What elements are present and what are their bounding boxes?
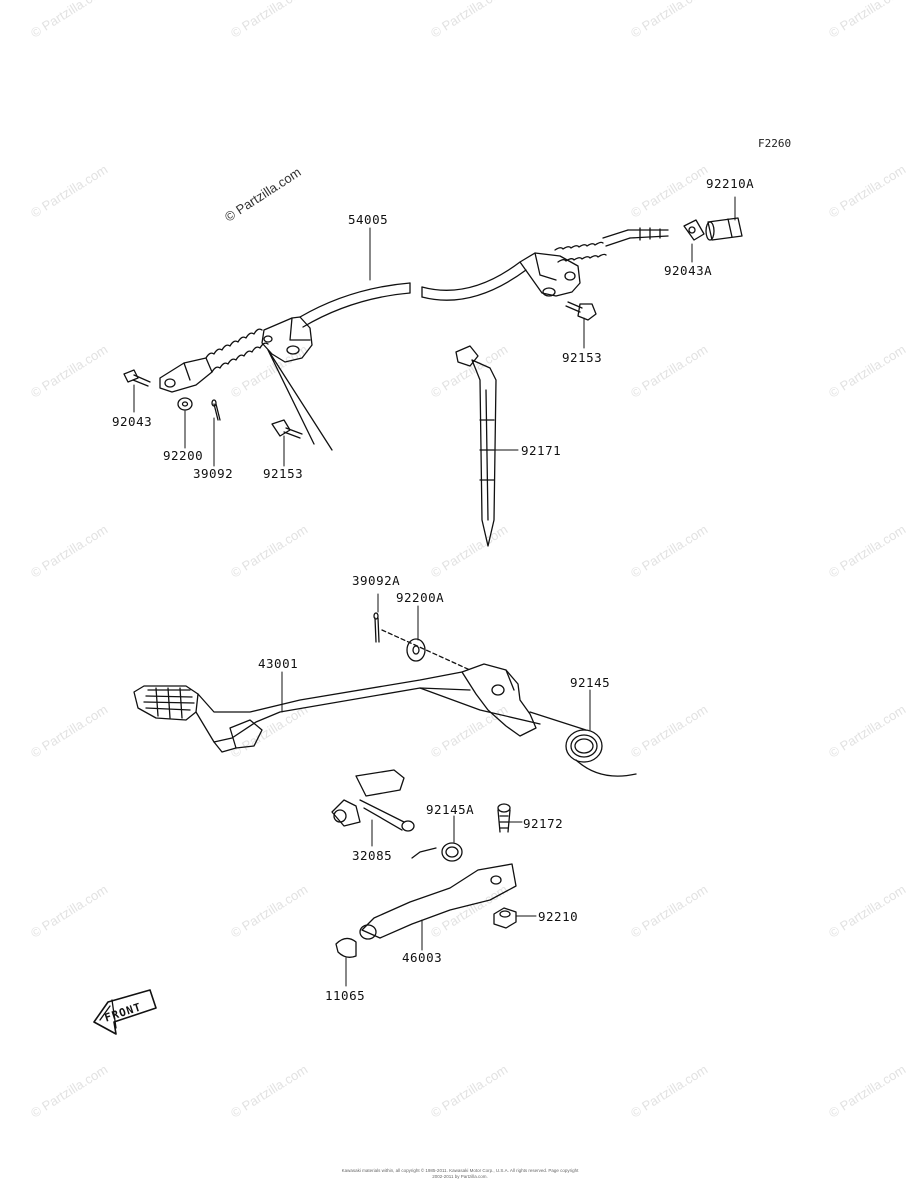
part-label[interactable]: 92153 bbox=[562, 350, 603, 365]
part-label[interactable]: 92043A bbox=[664, 263, 713, 278]
pin-92043 bbox=[123, 369, 151, 387]
spring-92145A bbox=[411, 842, 463, 862]
part-label[interactable]: 92210 bbox=[538, 909, 579, 924]
part-label[interactable]: 92043 bbox=[112, 414, 153, 429]
part-label[interactable]: 43001 bbox=[258, 656, 299, 671]
cable-tie-92171 bbox=[455, 345, 497, 547]
part-label[interactable]: 39092 bbox=[193, 466, 234, 481]
bolt-92153-left bbox=[271, 419, 303, 439]
part-label[interactable]: 46003 bbox=[402, 950, 443, 965]
cotter-pin-39092A bbox=[373, 612, 380, 643]
part-label[interactable]: 92171 bbox=[521, 443, 562, 458]
part-label[interactable]: 92153 bbox=[263, 466, 304, 481]
nut-92210A bbox=[705, 217, 743, 241]
leader-lines bbox=[133, 196, 736, 987]
part-label[interactable]: 92172 bbox=[523, 816, 564, 831]
pin-92043A bbox=[683, 219, 705, 241]
assembly-axis bbox=[381, 629, 471, 671]
cotter-pin-39092 bbox=[211, 399, 221, 421]
part-label[interactable]: 54005 bbox=[348, 212, 389, 227]
figure-code: F2260 bbox=[758, 137, 792, 150]
spring-92145 bbox=[529, 711, 637, 777]
part-label[interactable]: 11065 bbox=[325, 988, 366, 1003]
lever-46003 bbox=[359, 863, 517, 940]
front-arrow-icon bbox=[93, 989, 157, 1035]
brake-pedal-43001 bbox=[133, 663, 541, 753]
part-label[interactable]: 39092A bbox=[352, 573, 401, 588]
part-label[interactable]: 92210A bbox=[706, 176, 755, 191]
callout-lines bbox=[267, 349, 333, 451]
part-label[interactable]: 92145A bbox=[426, 802, 475, 817]
bolt-92153-top bbox=[565, 301, 597, 321]
brake-cable-54005 bbox=[159, 227, 669, 393]
part-label[interactable]: 92200A bbox=[396, 590, 445, 605]
copyright-notice: Kawasaki materials within, all copyright… bbox=[341, 1168, 579, 1179]
part-label[interactable]: 32085 bbox=[352, 848, 393, 863]
washer-92200 bbox=[177, 397, 193, 411]
part-label[interactable]: 92145 bbox=[570, 675, 611, 690]
part-label[interactable]: 92200 bbox=[163, 448, 204, 463]
cap-11065 bbox=[335, 937, 357, 958]
pivot-shaft-32085 bbox=[331, 769, 415, 832]
nut-92210 bbox=[493, 907, 517, 929]
screw-92172 bbox=[497, 803, 511, 833]
